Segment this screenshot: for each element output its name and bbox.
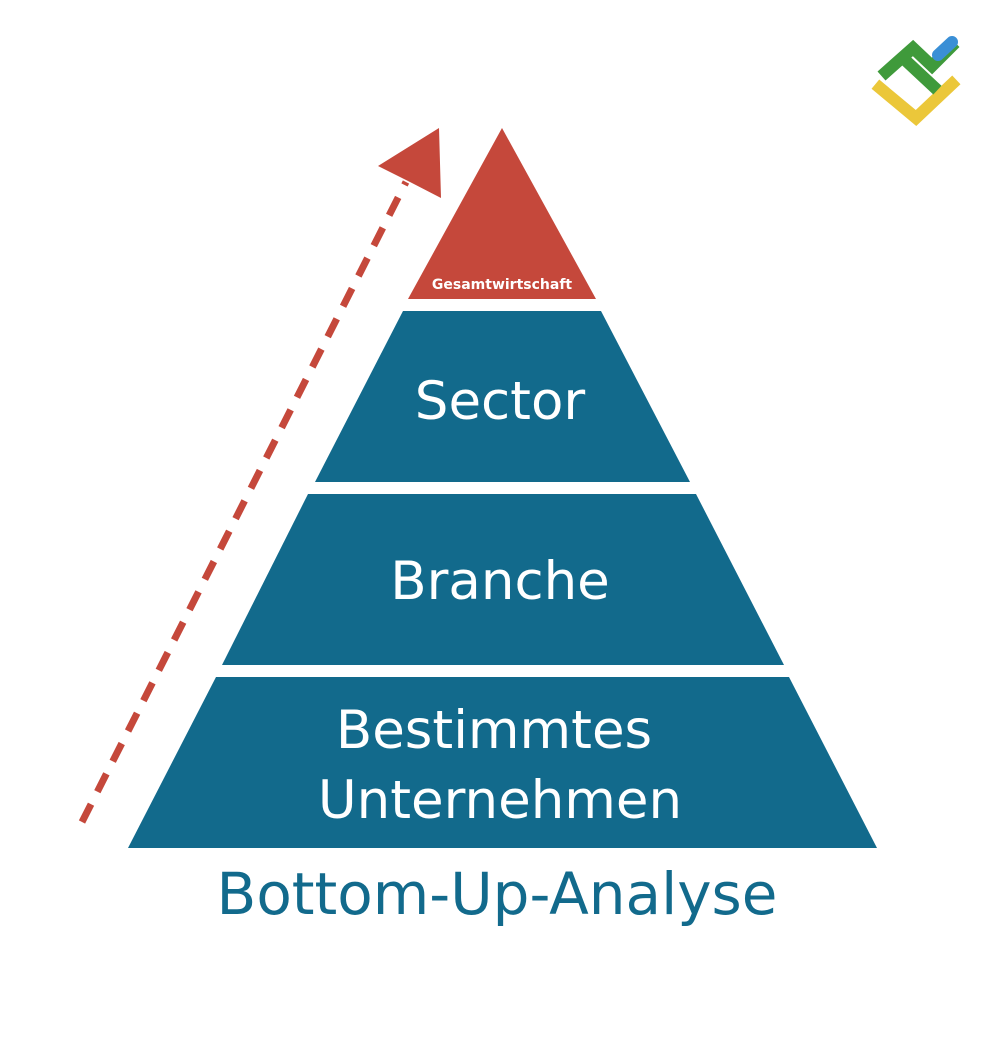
pyramid-level-base: Bestimmtes Unternehmen bbox=[128, 677, 877, 848]
pyramid-level-top: Gesamtwirtschaft bbox=[408, 128, 596, 299]
pyramid-level-branche: Branche bbox=[222, 494, 784, 665]
diagram-title: Bottom-Up-Analyse bbox=[217, 860, 778, 928]
pyramid-level-sector: Sector bbox=[315, 311, 690, 482]
level-label-gesamtwirtschaft: Gesamtwirtschaft bbox=[432, 277, 573, 293]
level-label-branche: Branche bbox=[390, 551, 610, 612]
upward-arrow-icon bbox=[78, 128, 441, 824]
brand-logo-icon bbox=[871, 36, 961, 127]
level-label-unternehmen: Unternehmen bbox=[318, 770, 682, 831]
level-label-sector: Sector bbox=[415, 371, 586, 432]
level-label-bestimmtes: Bestimmtes bbox=[336, 700, 652, 761]
